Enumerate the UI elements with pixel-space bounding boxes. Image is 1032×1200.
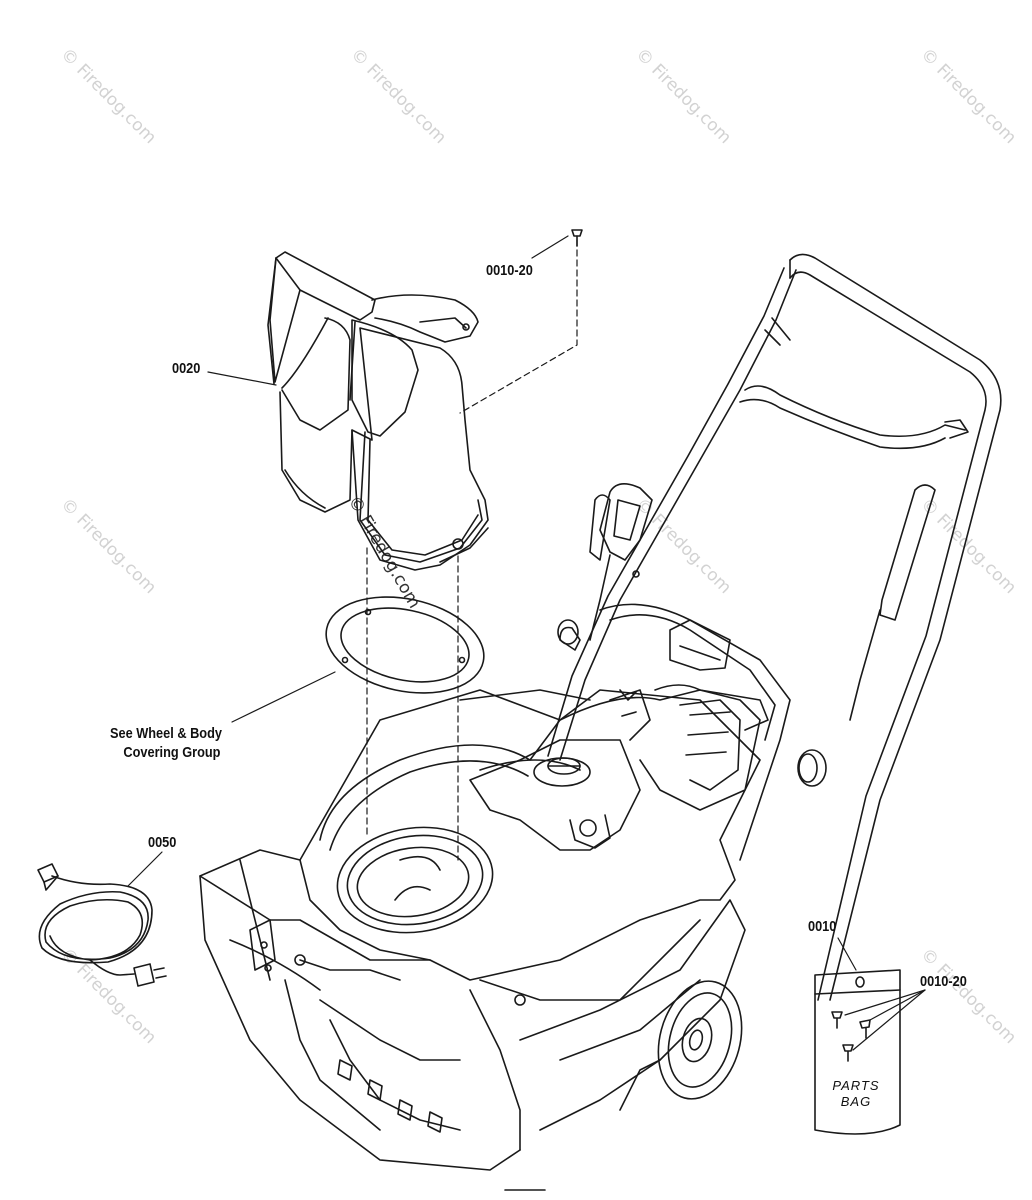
watermark: © Firedog.com (56, 494, 160, 598)
parts-bag-line1: PARTS (832, 1078, 880, 1093)
watermark: © Firedog.com (56, 944, 160, 1048)
watermark: © Firedog.com (56, 44, 160, 148)
explode-lines (366, 239, 578, 861)
watermark: © Firedog.com (631, 44, 735, 148)
power-cord (37, 863, 167, 987)
chute-ring (325, 596, 485, 694)
snow-thrower-body (199, 603, 827, 1191)
parts-bag-line2: BAG (840, 1094, 872, 1109)
parts-bag-label: PARTS BAG (822, 1078, 890, 1110)
screw-icon (831, 1011, 871, 1062)
label-0010: 0010 (808, 918, 837, 935)
label-0020: 0020 (172, 360, 201, 377)
label-0050: 0050 (148, 834, 177, 851)
label-see-wheel-body: See Wheel & Body Covering Group (110, 724, 222, 762)
label-see-wheel-line2: Covering Group (123, 744, 221, 761)
watermark: © Firedog.com (916, 44, 1020, 148)
label-0010-20-top: 0010-20 (486, 262, 533, 279)
handle-assembly (547, 253, 1002, 1001)
watermark: © Firedog.com (916, 944, 1020, 1048)
leader-lines (127, 235, 926, 1051)
watermark: © Firedog.com (916, 494, 1020, 598)
watermark: © Firedog.com (346, 44, 450, 148)
screw-icon (571, 229, 583, 247)
label-see-wheel-line1: See Wheel & Body (110, 725, 222, 742)
watermark: © Firedog.com (631, 494, 735, 598)
parts-bag (814, 969, 901, 1135)
label-0010-20-bag: 0010-20 (920, 973, 967, 990)
discharge-chute (267, 251, 489, 571)
